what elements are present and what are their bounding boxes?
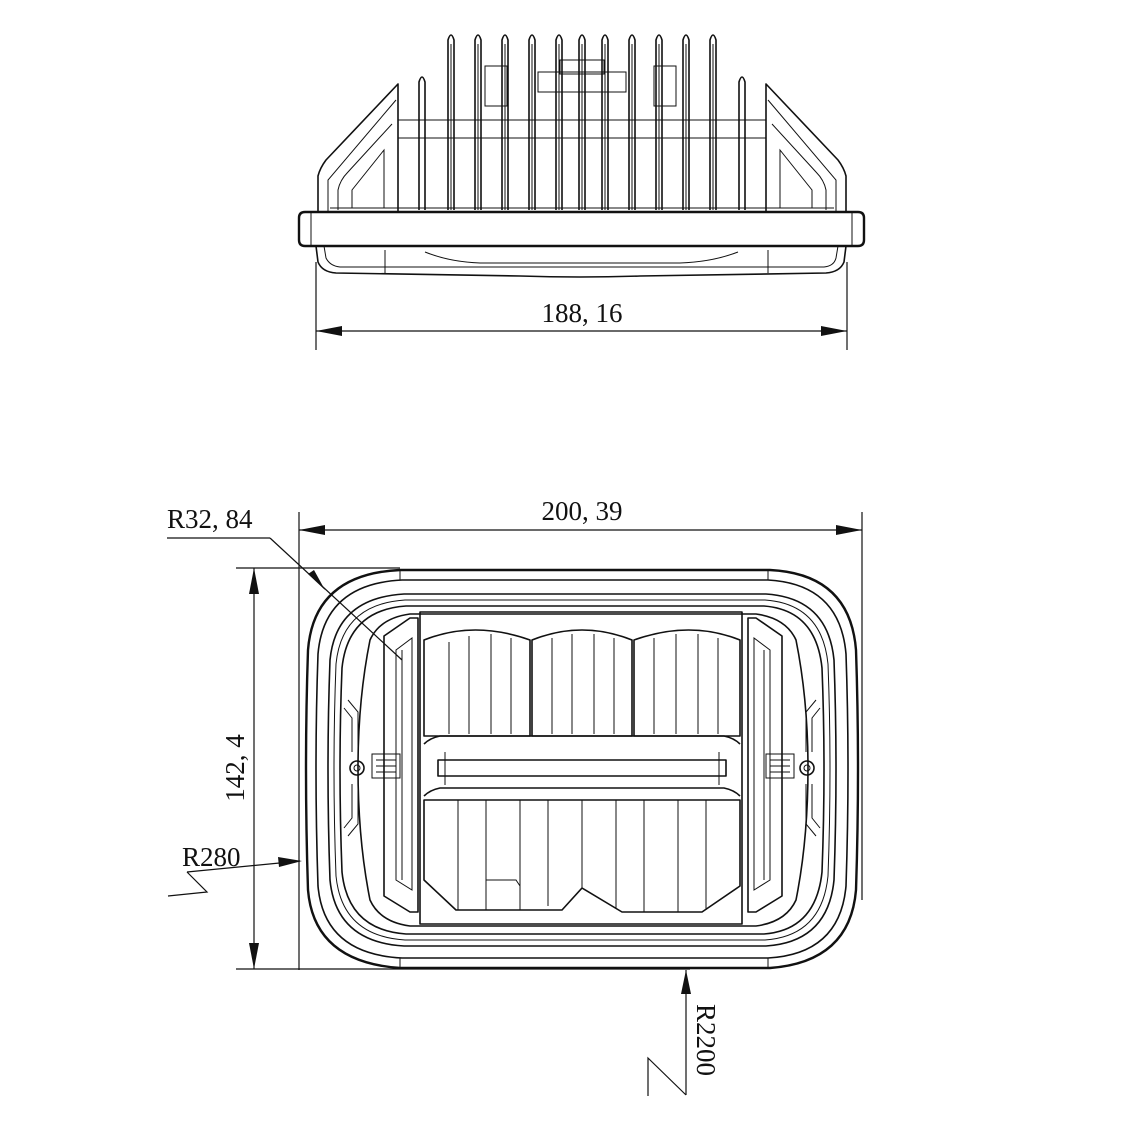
top-view: 188, 16 (297, 34, 866, 350)
upper-reflectors (423, 629, 741, 737)
dimension-200-39: 200, 39 (298, 496, 863, 970)
side-radius-label: R280 (182, 842, 241, 872)
corner-radius-label: R32, 84 (167, 504, 253, 534)
bottom-radius-label: R2200 (691, 1004, 721, 1076)
dimension-142-4: 142, 4 (220, 567, 690, 970)
width-label-188: 188, 16 (542, 298, 623, 328)
width-label-200: 200, 39 (542, 496, 623, 526)
lower-reflector (423, 799, 741, 913)
dimension-188-16: 188, 16 (315, 262, 848, 350)
bottom-radius-callout: R2200 (647, 970, 721, 1096)
right-mount-screw-icon (799, 760, 815, 776)
front-view: 200, 39 142, 4 R32, 84 R280 (167, 496, 863, 1096)
heat-sink-fins (418, 34, 746, 210)
corner-radius-callout: R32, 84 (167, 504, 403, 661)
left-mount-screw-icon (349, 760, 365, 776)
side-radius-callout: R280 (167, 842, 302, 897)
height-label-142: 142, 4 (220, 734, 250, 802)
